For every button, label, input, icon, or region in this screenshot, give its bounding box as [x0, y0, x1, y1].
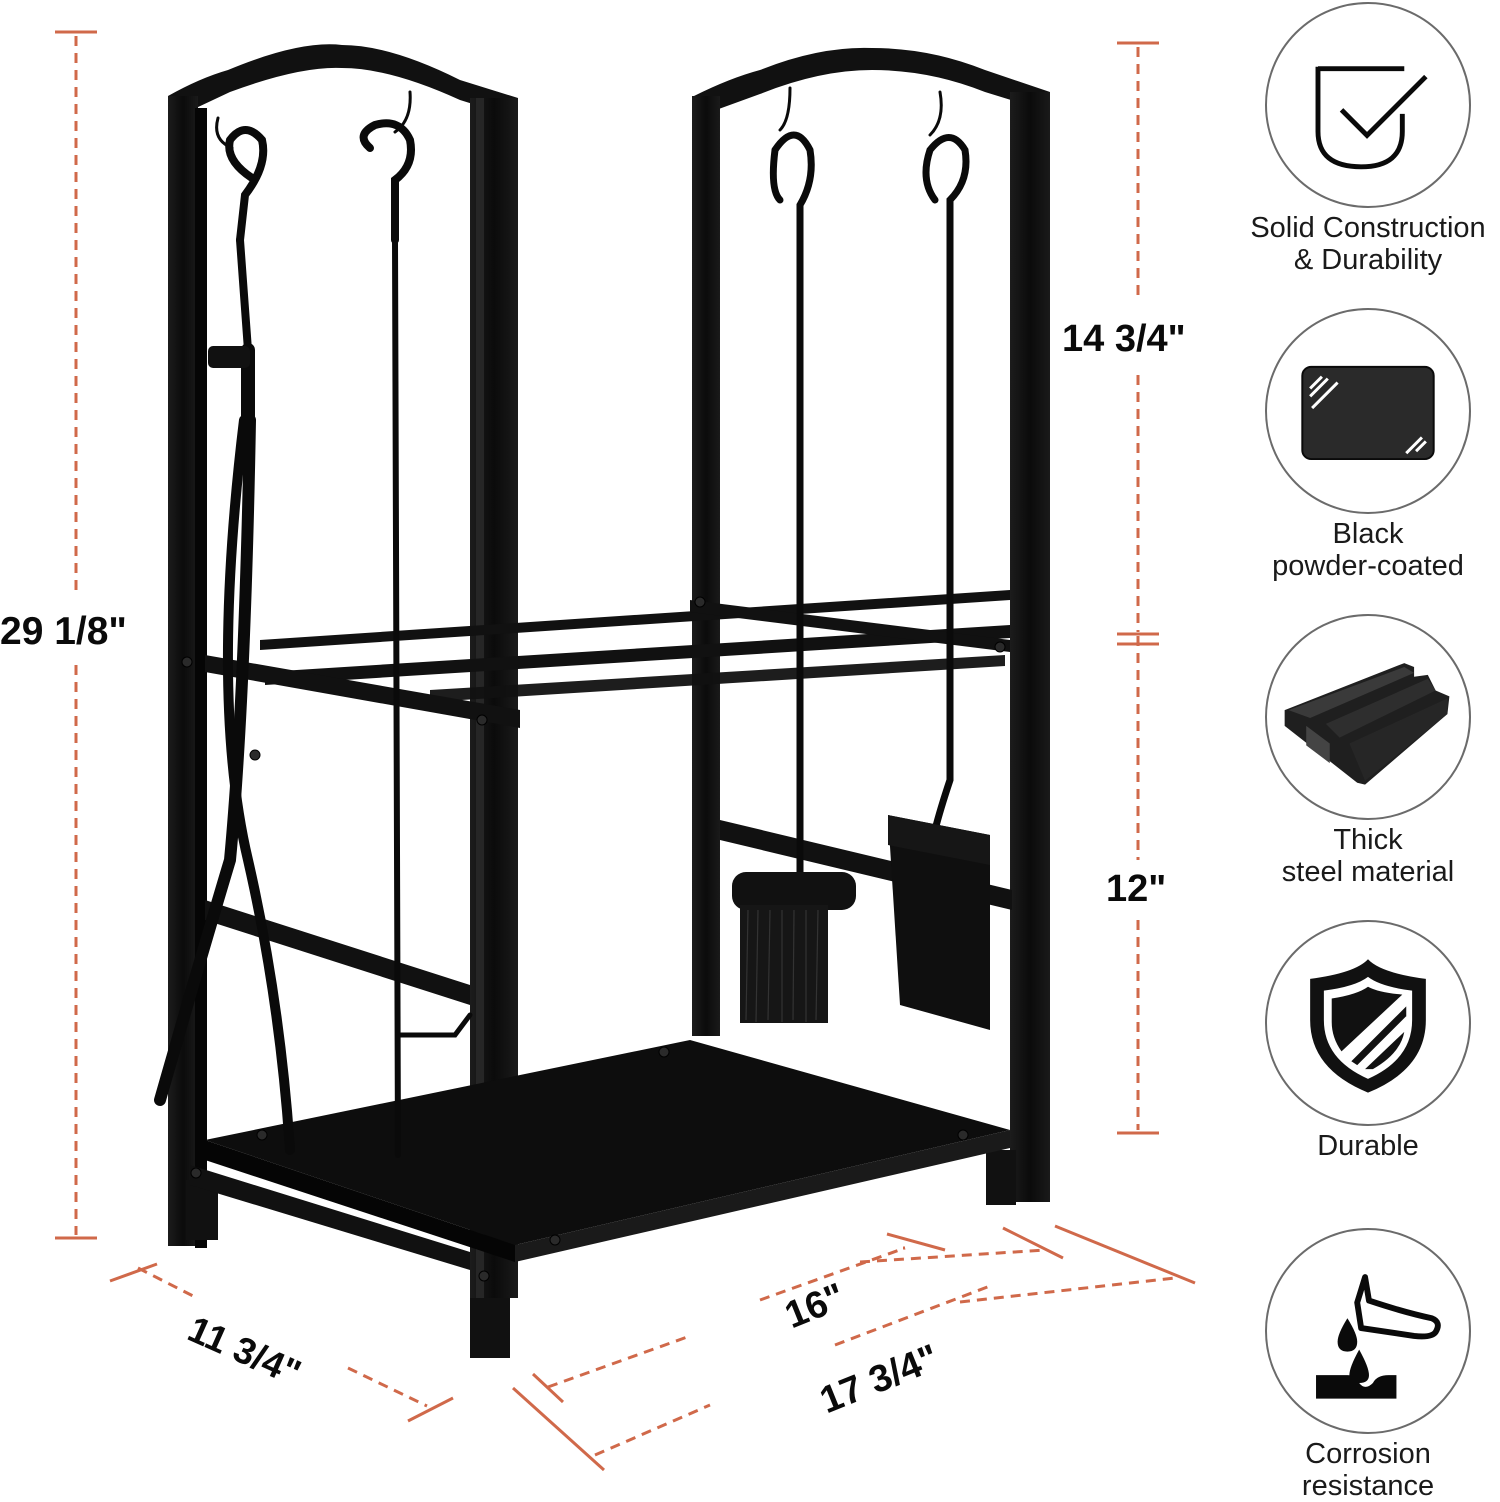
feature-caption-line2: & Durability	[1293, 244, 1443, 276]
rack	[154, 44, 1050, 1358]
steel-beam-icon	[1284, 663, 1450, 785]
feature-caption-line1: Thick	[1333, 824, 1403, 856]
feature-thick-steel: Thick steel material	[1236, 614, 1500, 888]
feature-black-powder-coated: Black powder-coated	[1236, 308, 1500, 582]
feature-caption-line1: Solid Construction	[1250, 212, 1486, 244]
feature-caption-line2: resistance	[1301, 1470, 1435, 1502]
striped-shield-icon	[1310, 959, 1426, 1093]
corrosion-icon	[1316, 1274, 1441, 1399]
upper-height-label: 14 3/4"	[1062, 318, 1186, 360]
feature-caption-line1: Durable	[1317, 1130, 1419, 1162]
feature-durable: Durable	[1236, 920, 1500, 1162]
feature-solid-construction: Solid Construction & Durability	[1236, 2, 1500, 276]
black-panel-icon	[1301, 365, 1435, 461]
total-height-label: 29 1/8"	[0, 610, 127, 653]
dimension-lines	[55, 30, 1196, 1472]
feature-caption-line2: powder-coated	[1272, 550, 1464, 582]
feature-caption-line1: Black	[1332, 518, 1404, 550]
shield-check-icon	[1315, 66, 1428, 170]
feature-corrosion-resistance: Corrosion resistance	[1236, 1228, 1500, 1502]
lower-height-label: 12"	[1106, 868, 1167, 910]
feature-caption-line1: Corrosion	[1305, 1438, 1431, 1470]
feature-caption-line2: steel material	[1281, 856, 1455, 888]
